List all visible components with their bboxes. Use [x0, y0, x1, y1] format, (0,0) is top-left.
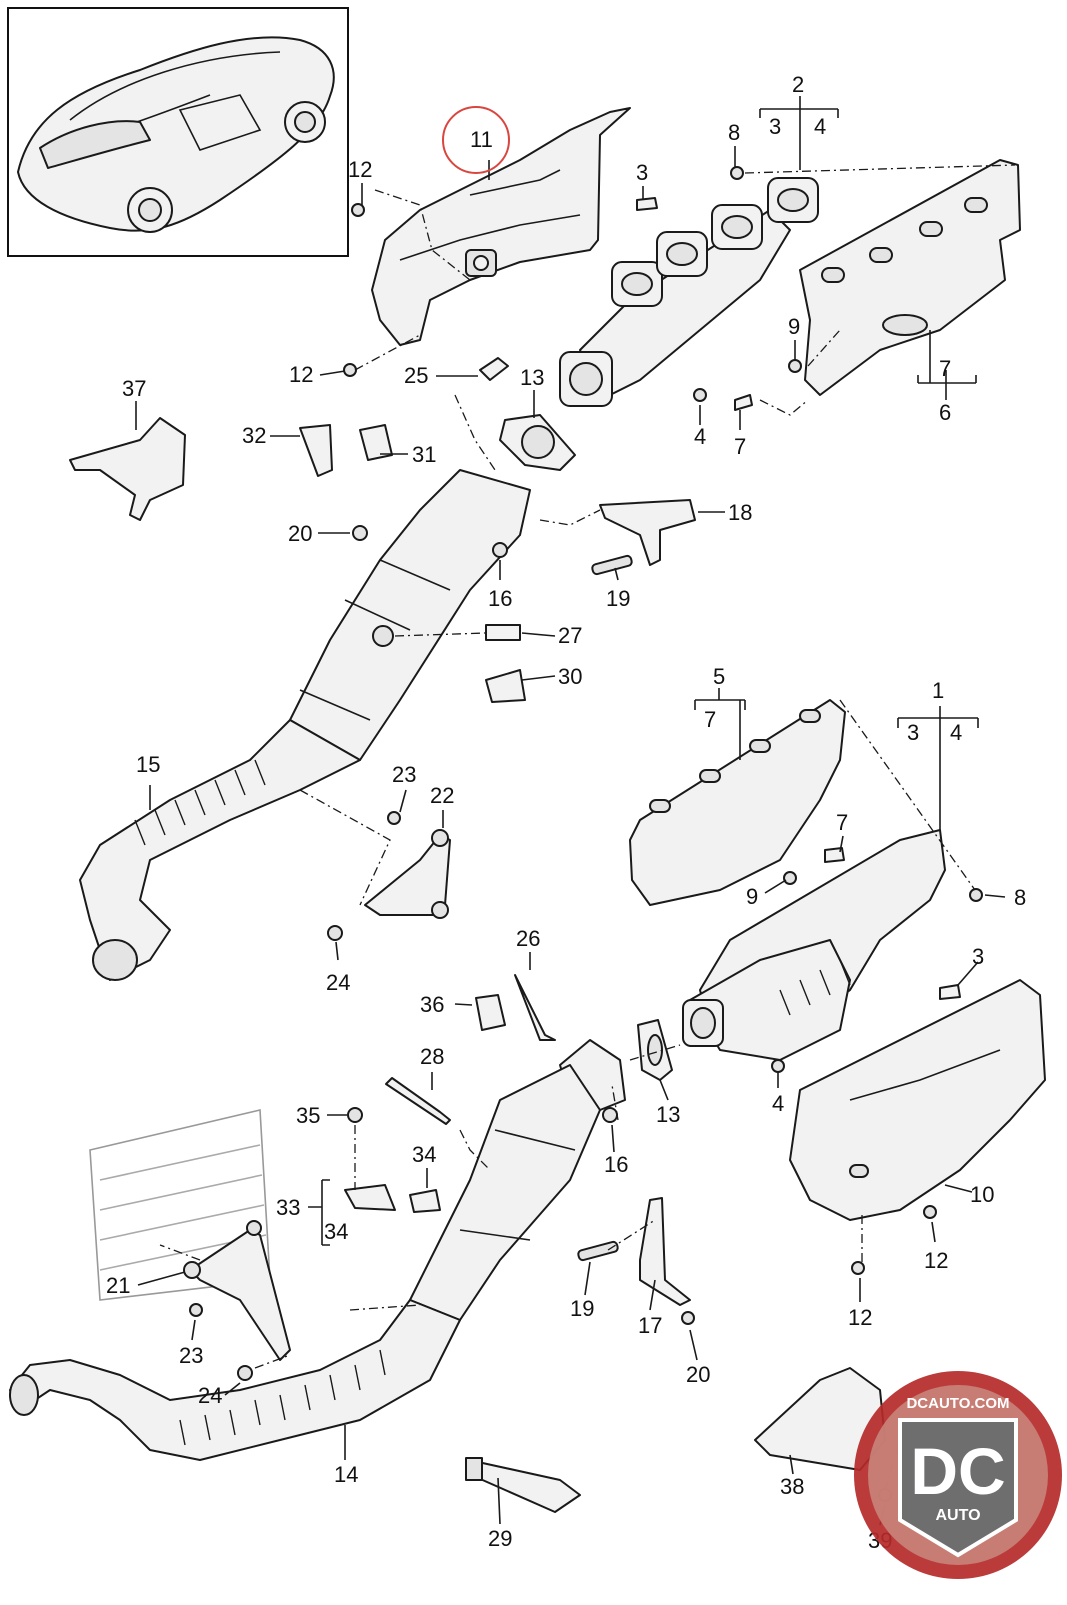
callout-20: 20 — [288, 521, 312, 546]
callout-23: 23 — [179, 1343, 203, 1368]
callout-1: 1 — [932, 678, 944, 703]
callout-4: 4 — [814, 114, 826, 139]
callout-19: 19 — [570, 1296, 594, 1321]
callout-4: 4 — [772, 1091, 784, 1116]
callout-3: 3 — [769, 114, 781, 139]
callout-25: 25 — [404, 363, 428, 388]
bracket-17 — [639, 1197, 691, 1306]
highlight-circle — [442, 106, 510, 174]
gasket-upper — [499, 414, 576, 471]
callout-16: 16 — [488, 586, 512, 611]
paste-tube-29 — [465, 1457, 581, 1513]
callout-8: 8 — [728, 120, 740, 145]
watermark-dc: DC — [910, 1434, 1005, 1508]
bracket-21 — [183, 1220, 291, 1361]
callout-4: 4 — [694, 424, 706, 449]
callout-16: 16 — [604, 1152, 628, 1177]
callout-2: 2 — [792, 72, 804, 97]
callout-20: 20 — [686, 1362, 710, 1387]
callout-13: 13 — [656, 1102, 680, 1127]
callout-labels: 11 12 12 25 13 3 8 2 3 4 9 4 7 7 6 37 32… — [106, 72, 1026, 1553]
callout-19: 19 — [606, 586, 630, 611]
callout-9: 9 — [746, 884, 758, 909]
callout-37: 37 — [122, 376, 146, 401]
heat-shield-lower — [789, 979, 1046, 1221]
callout-12: 12 — [924, 1248, 948, 1273]
callout-8: 8 — [1014, 885, 1026, 910]
bracket-18 — [599, 499, 696, 566]
callout-26: 26 — [516, 926, 540, 951]
callout-9: 9 — [788, 314, 800, 339]
callout-leaders — [135, 96, 1006, 1526]
callout-21: 21 — [106, 1273, 130, 1298]
exhaust-manifold-lower — [682, 829, 946, 1061]
gasket-lower — [637, 1019, 673, 1081]
watermark-site: DCAUTO.COM — [906, 1395, 1009, 1412]
callout-4: 4 — [950, 720, 962, 745]
callout-12: 12 — [848, 1305, 872, 1330]
catalytic-converter-upper — [79, 469, 531, 981]
callout-7: 7 — [734, 434, 746, 459]
callout-3: 3 — [972, 944, 984, 969]
callout-34: 34 — [324, 1219, 348, 1244]
callout-23: 23 — [392, 762, 416, 787]
heat-shield-middle — [629, 699, 846, 906]
callout-24: 24 — [198, 1383, 222, 1408]
callout-10: 10 — [970, 1182, 994, 1207]
callout-3: 3 — [907, 720, 919, 745]
leader-lines — [159, 164, 1016, 1491]
exhaust-manifold-upper — [559, 177, 819, 407]
callout-12: 12 — [348, 157, 372, 182]
heat-shield-upper — [371, 107, 631, 346]
callout-18: 18 — [728, 500, 752, 525]
bracket-37 — [69, 417, 186, 521]
callout-11: 11 — [470, 127, 493, 152]
callout-35: 35 — [296, 1103, 320, 1128]
callout-12: 12 — [289, 362, 313, 387]
callout-3: 3 — [636, 160, 648, 185]
bracket-22 — [364, 829, 451, 919]
callout-15: 15 — [136, 752, 160, 777]
callout-17: 17 — [638, 1313, 662, 1338]
callout-31: 31 — [412, 442, 436, 467]
callout-33: 33 — [276, 1195, 300, 1220]
callout-7: 7 — [836, 810, 848, 835]
callout-29: 29 — [488, 1526, 512, 1551]
callout-27: 27 — [558, 623, 582, 648]
callout-36: 36 — [420, 992, 444, 1017]
fasteners — [189, 166, 983, 1502]
callout-5: 5 — [713, 664, 725, 689]
callout-24: 24 — [326, 970, 350, 995]
watermark-logo: DCAUTO.COM DC AUTO — [854, 1371, 1062, 1579]
callout-13: 13 — [520, 365, 544, 390]
watermark-auto: AUTO — [935, 1507, 980, 1524]
callout-7: 7 — [704, 707, 716, 732]
callout-7: 7 — [939, 356, 951, 381]
catalytic-converter-lower — [9, 1039, 626, 1461]
callout-32: 32 — [242, 423, 266, 448]
callout-6: 6 — [939, 400, 951, 425]
vehicle-inset — [7, 7, 349, 257]
callout-30: 30 — [558, 664, 582, 689]
callout-22: 22 — [430, 783, 454, 808]
heat-shield-right-upper — [799, 159, 1021, 396]
callout-38: 38 — [780, 1474, 804, 1499]
callout-28: 28 — [420, 1044, 444, 1069]
callout-34: 34 — [412, 1142, 436, 1167]
callout-14: 14 — [334, 1462, 358, 1487]
